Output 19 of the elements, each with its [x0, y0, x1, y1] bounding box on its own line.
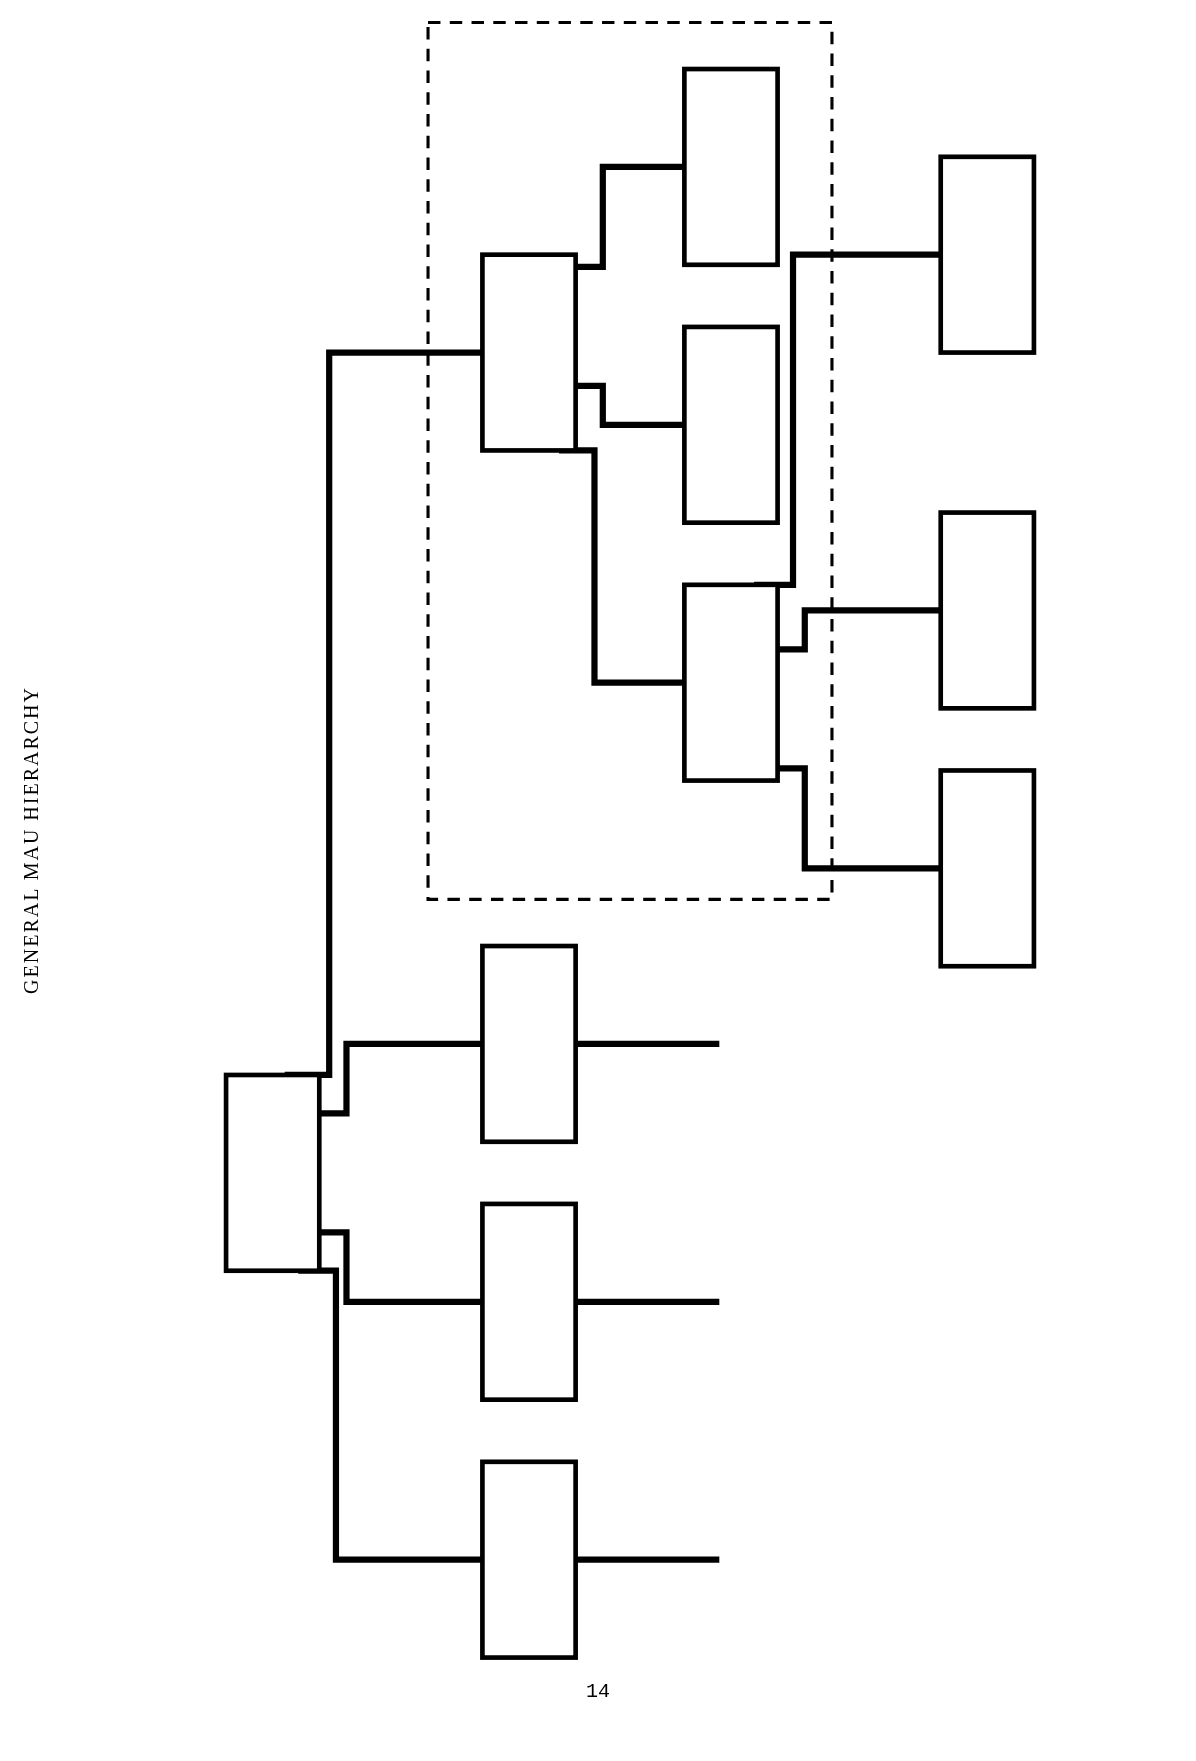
node-box [479, 1459, 578, 1660]
node-box [681, 582, 780, 783]
connector [575, 1556, 719, 1563]
cluster [425, 20, 834, 901]
node-box [937, 768, 1036, 969]
connector [575, 1298, 719, 1305]
node-box [479, 252, 578, 453]
connector [575, 163, 684, 270]
title: GENERAL MAU HIERARCHY [20, 686, 43, 994]
node-box [479, 1201, 578, 1402]
node-box [937, 154, 1036, 355]
page-number: 14 [585, 1680, 611, 1703]
node-box [681, 324, 780, 525]
node-box [681, 66, 780, 268]
connector [575, 382, 684, 428]
node-box [223, 1072, 322, 1274]
node-box [937, 510, 1036, 711]
connector [575, 1040, 719, 1047]
node-box [479, 943, 578, 1145]
